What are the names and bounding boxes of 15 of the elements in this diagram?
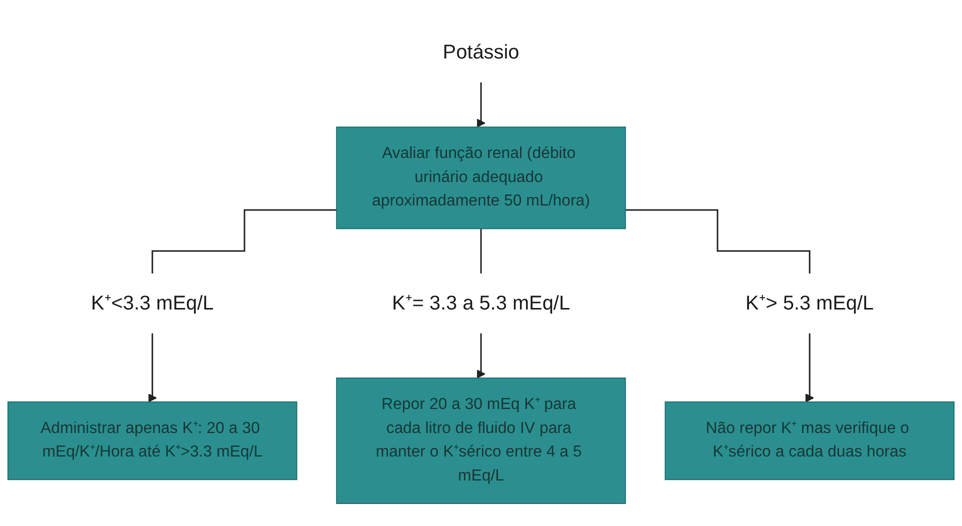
node-box: Avaliar função renal (débito urinário adequado aproximadamente 50 mL/hora) <box>336 126 626 230</box>
connector <box>152 209 337 274</box>
node-box: Administrar apenas K⁺: 20 a 30 mEq/K⁺/Hora até K⁺>3.3 mEq/L <box>7 401 298 480</box>
node-text: K⁺= 3.3 a 5.3 mEq/L <box>392 292 570 314</box>
arrow <box>476 82 486 128</box>
node-text: Potássio <box>442 41 520 64</box>
connector <box>625 209 810 274</box>
arrow <box>148 332 157 402</box>
node-text: K⁺> 5.3 mEq/L <box>746 292 874 314</box>
connector <box>480 228 482 274</box>
node-box: Repor 20 a 30 mEq K⁺ para cada litro de fluido IV para manter o K⁺sérico entre 4 a 5 mEq/L <box>336 378 626 504</box>
arrow <box>805 332 814 402</box>
node-text: K⁺<3.3 mEq/L <box>91 292 214 314</box>
node-box: Não repor K⁺ mas verifique o K⁺sérico a cada duas horas <box>664 401 955 480</box>
arrow <box>476 332 486 378</box>
